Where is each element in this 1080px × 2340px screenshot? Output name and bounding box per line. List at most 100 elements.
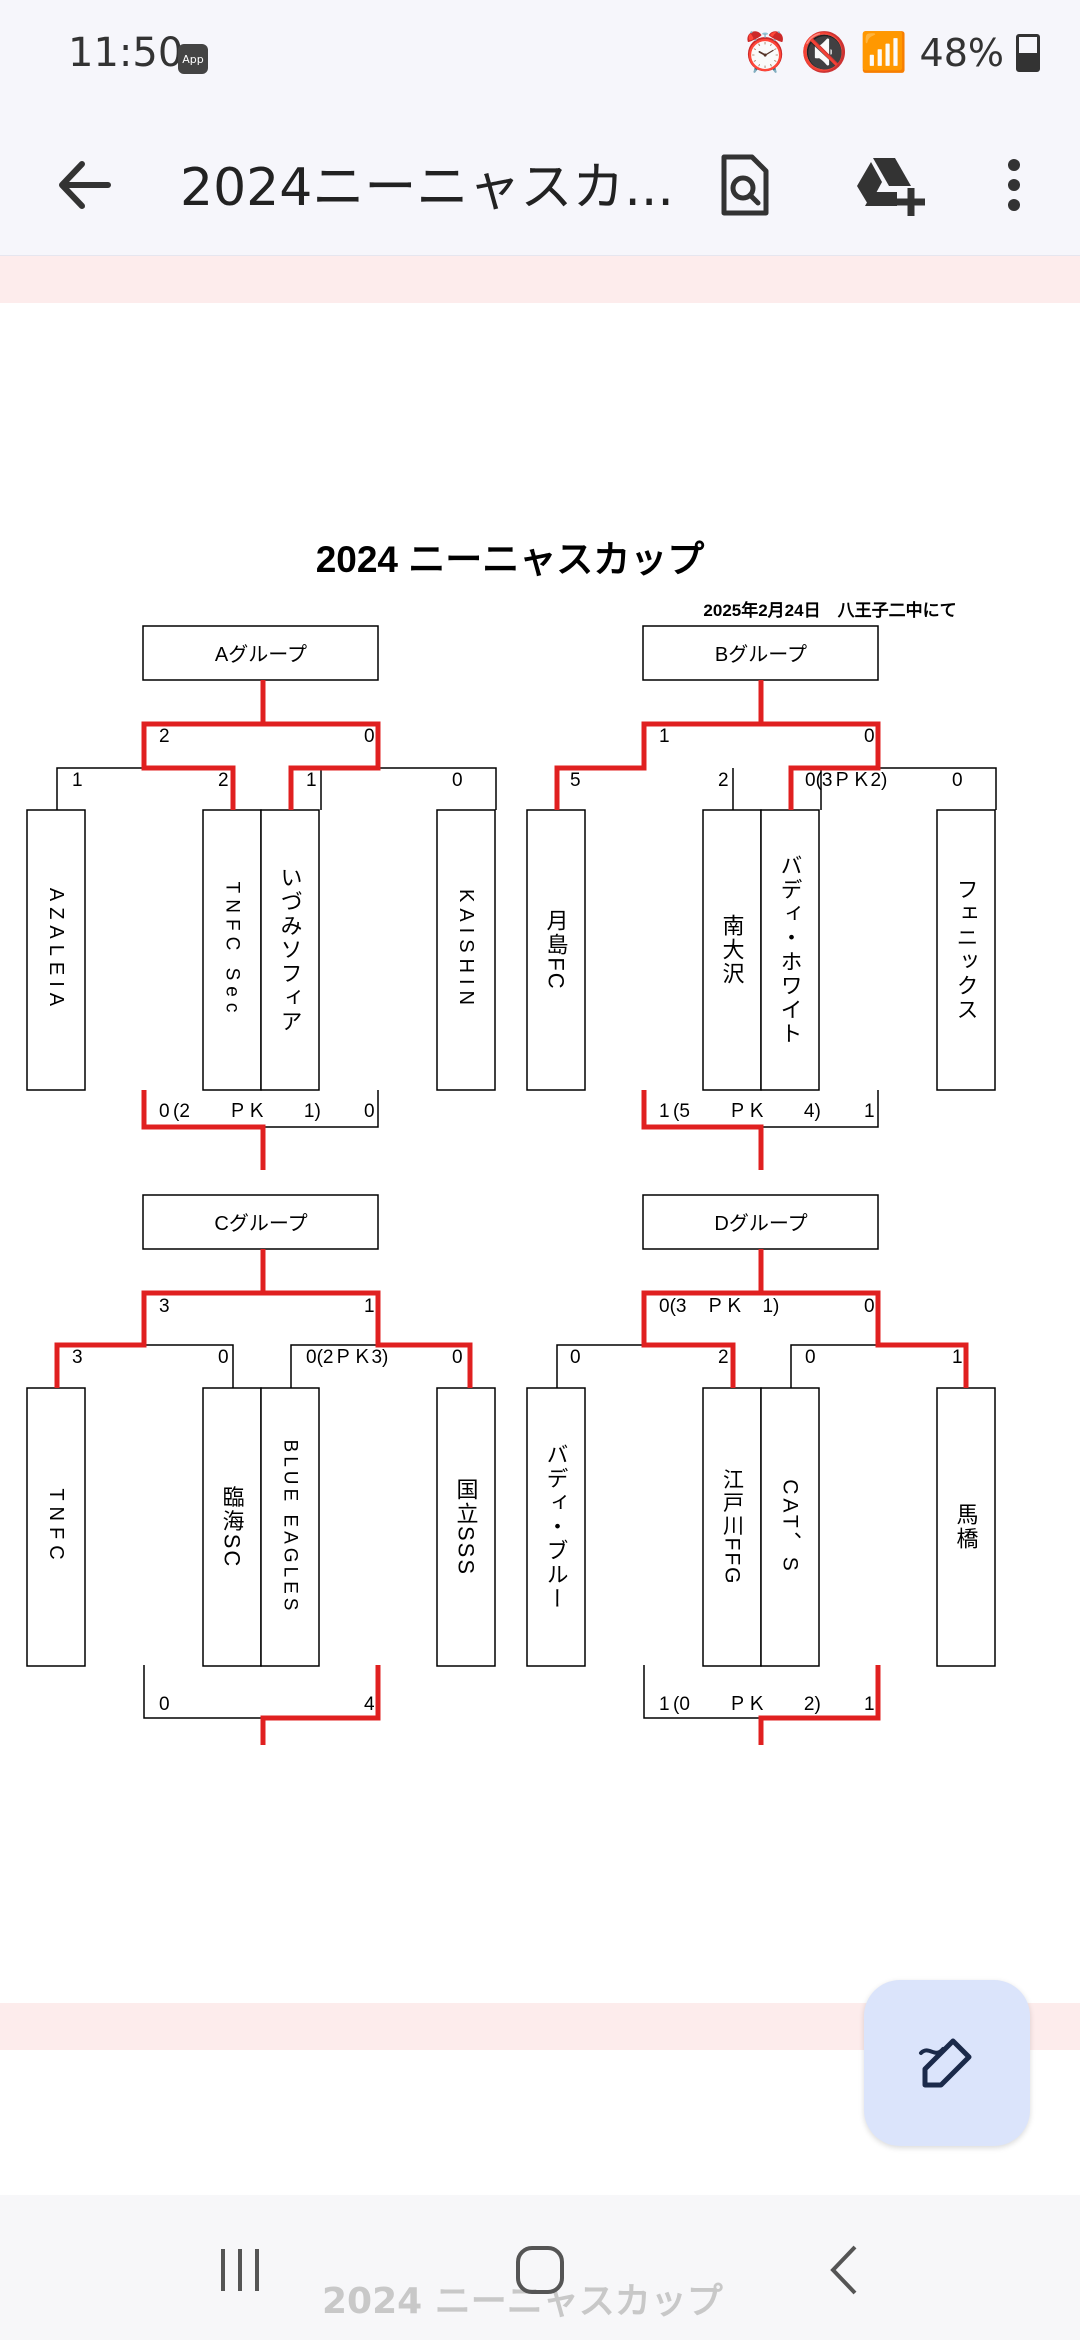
score-bottom-left: 0 (159, 1694, 170, 1715)
team-name: BLUE EAGLES (280, 1440, 301, 1615)
score-r2: 0 (952, 770, 963, 791)
drive-add-icon (857, 158, 925, 216)
team-box (702, 809, 762, 1091)
team-box (760, 1387, 820, 1667)
more-vert-icon (1008, 159, 1020, 211)
navigation-bar (0, 2195, 1080, 2340)
score-l1: 3 (72, 1347, 83, 1368)
team-name: KAISHIN (455, 889, 477, 1011)
score-r1: 1 (306, 770, 317, 791)
home-button[interactable] (490, 2240, 590, 2300)
home-icon (516, 2246, 564, 2294)
page-gap-top (0, 256, 1080, 303)
status-icons: ⏰ 🔇 📶 48% (742, 30, 1040, 75)
team-box (202, 1387, 262, 1667)
team-box (436, 809, 496, 1091)
score-bottom-left: 1 (659, 1694, 670, 1715)
team-box (260, 1387, 320, 1667)
team-name: 南大沢 (720, 914, 745, 986)
group-d-label-box (642, 1194, 879, 1250)
team-name: バディ・ホワイト (778, 854, 803, 1046)
team-name: TNFC (45, 1488, 67, 1565)
document-page: 2024 ニーニャスカップ 2025年2月24日 八王子二中にて Aグループ A… (0, 303, 1080, 2003)
team-name: AZALEIA (45, 888, 67, 1012)
status-bar: 11:50 App ⏰ 🔇 📶 48% (0, 0, 1080, 115)
score-bottom-right: 0 (364, 1101, 375, 1122)
team-name: フェニックス (954, 878, 979, 1022)
team-box (260, 809, 320, 1091)
group-a-label: Aグループ (215, 643, 307, 666)
score-r1: 0(3ＰＫ2) (805, 770, 887, 791)
document-title: 2024ニーニャスカ... (180, 158, 674, 218)
score-top-left: 2 (159, 726, 170, 747)
tournament-title: 2024 ニーニャスカップ (316, 539, 705, 580)
group-d: Dグループ バディ・ブルー 江戸川FFG CAT、S 馬橋 0 2 0 1 0(… (526, 1194, 996, 1745)
score-top-right: 0 (364, 726, 375, 747)
score-l2: 2 (718, 770, 729, 791)
team-box (526, 1387, 586, 1667)
back-arrow-icon (59, 161, 111, 209)
team-name: 馬橋 (954, 1503, 979, 1551)
status-time: 11:50 (68, 30, 184, 76)
alarm-icon: ⏰ (741, 30, 789, 74)
score-bottom-right: 4 (364, 1694, 375, 1715)
team-box (760, 809, 820, 1091)
app-bar: 2024ニーニャスカ... (0, 115, 1080, 256)
back-button[interactable] (44, 151, 124, 219)
score-pk: (2 ＰＫ 1) (173, 1101, 321, 1122)
recent-apps-button[interactable] (190, 2240, 290, 2300)
add-to-drive-button[interactable] (848, 145, 928, 225)
team-name: 江戸川FFG (721, 1469, 745, 1586)
group-b-label: Bグループ (715, 643, 807, 666)
score-l2: 2 (718, 1347, 729, 1368)
team-box (936, 809, 996, 1091)
score-l2: 0 (218, 1347, 229, 1368)
score-pk: (0 ＰＫ 2) (673, 1694, 821, 1715)
team-box (26, 1387, 86, 1667)
score-top-right: 1 (364, 1296, 375, 1317)
team-name: 国立SSS (454, 1478, 479, 1576)
group-c-label: Cグループ (214, 1212, 307, 1235)
team-name: 月島FC (544, 909, 569, 990)
battery-label: 48% (919, 30, 1004, 75)
team-box (702, 1387, 762, 1667)
pen-annotate-icon (919, 2038, 972, 2088)
team-box (436, 1387, 496, 1667)
score-r2: 0 (452, 1347, 463, 1368)
group-c: Cグループ TNFC 臨海SC BLUE EAGLES 国立SSS 3 0 0(… (26, 1194, 496, 1745)
team-box (526, 809, 586, 1091)
group-c-label-box (142, 1194, 379, 1250)
find-in-document-button[interactable] (705, 145, 785, 225)
recent-apps-icon (221, 2249, 259, 2291)
score-r1: 0 (805, 1347, 816, 1368)
group-a: Aグループ AZALEIA TNFC Sec いづみソフィア KAISHIN 1… (26, 625, 497, 1170)
group-b: Bグループ 月島FC 南大沢 バディ・ホワイト フェニックス 5 2 0(3ＰＫ… (526, 625, 997, 1170)
tournament-bracket: 2024 ニーニャスカップ 2025年2月24日 八王子二中にて Aグループ A… (26, 539, 997, 1745)
score-bottom-right: 1 (864, 1101, 875, 1122)
team-name: TNFC Sec (222, 882, 243, 1019)
score-l1: 5 (570, 770, 581, 791)
score-bottom-right: 1 (864, 1694, 875, 1715)
more-options-button[interactable] (974, 145, 1054, 225)
score-top-left: 3 (159, 1296, 170, 1317)
wifi-icon: 📶 (860, 30, 908, 74)
score-top-right: 0 (864, 726, 875, 747)
date-venue: 2025年2月24日 八王子二中にて (703, 600, 956, 620)
team-name: 臨海SC (220, 1486, 245, 1569)
score-l2: 2 (218, 770, 229, 791)
score-top-left: 1 (659, 726, 670, 747)
team-name: バディ・ブルー (544, 1443, 569, 1611)
battery-icon (1016, 33, 1040, 72)
group-b-label-box (642, 625, 879, 681)
annotate-fab[interactable] (864, 1980, 1030, 2146)
score-pk: (5 ＰＫ 4) (673, 1101, 821, 1122)
score-top-right: 0 (864, 1296, 875, 1317)
mute-icon: 🔇 (800, 30, 849, 74)
nav-back-icon (830, 2245, 857, 2295)
score-r1: 0(2ＰＫ3) (306, 1347, 388, 1368)
score-r2: 1 (952, 1347, 963, 1368)
team-box (26, 809, 86, 1091)
score-top-left: 0(3 ＰＫ 1) (659, 1296, 779, 1317)
nav-back-button[interactable] (795, 2240, 895, 2300)
group-d-label: Dグループ (714, 1212, 807, 1235)
